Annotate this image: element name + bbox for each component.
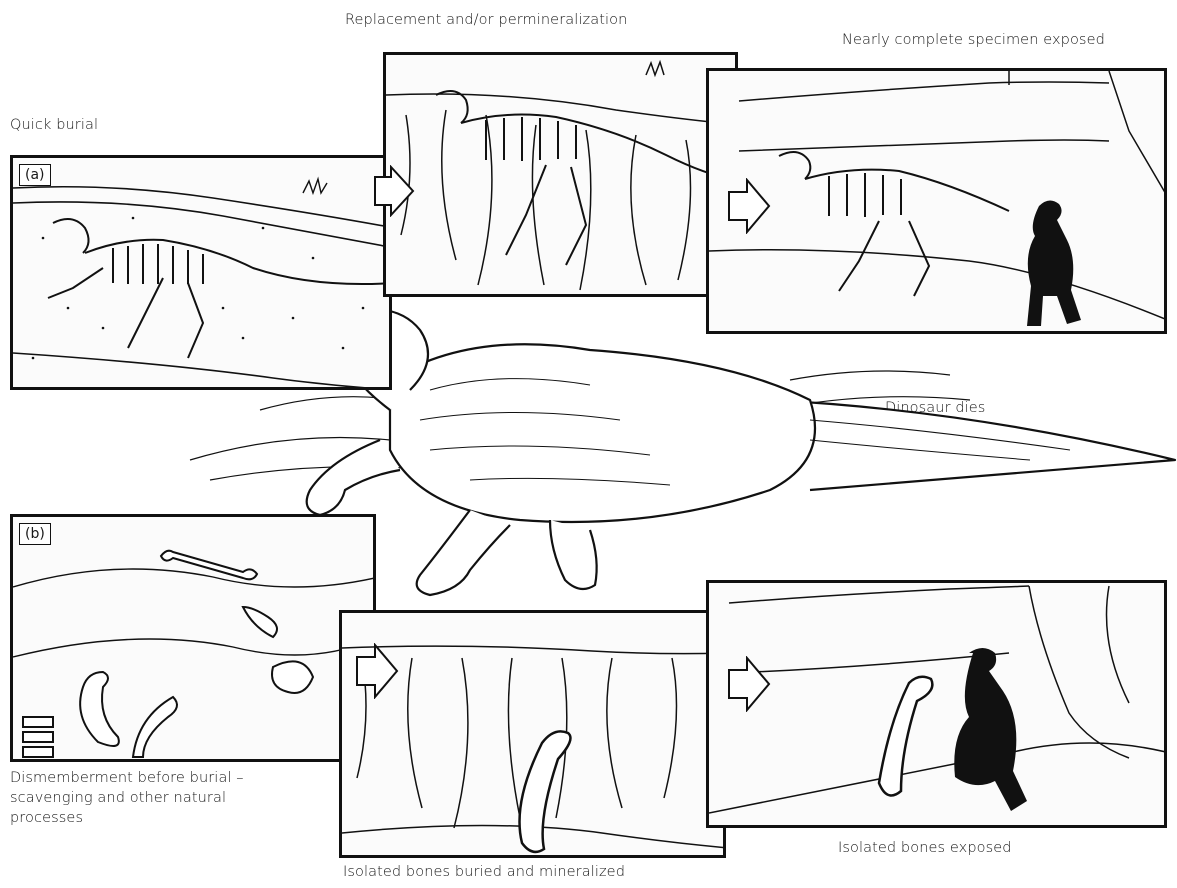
caption-isolated-exposed: Isolated bones exposed [838, 838, 1012, 858]
panel-complete-exposed [706, 68, 1167, 334]
bone-illustration [520, 731, 571, 852]
panel-dismemberment: (b) [10, 514, 376, 762]
flow-arrow-icon [373, 165, 415, 217]
caption-replacement: Replacement and/or permineralization [345, 10, 627, 30]
flow-arrow-icon [355, 643, 399, 699]
skeleton-illustration [779, 152, 1009, 296]
caption-dismemberment: Dismemberment before burial – scavenging… [10, 768, 244, 828]
panel-label-a: (a) [19, 164, 51, 186]
panel-isolated-exposed [706, 580, 1167, 828]
fossil-hunter-silhouette [1027, 200, 1081, 326]
caption-nearly-complete-exposed: Nearly complete specimen exposed [842, 30, 1105, 50]
scattered-bones-scene [13, 517, 376, 762]
permineralization-scene [386, 55, 738, 297]
panel-replacement [383, 52, 738, 297]
panel-label-b: (b) [19, 523, 51, 545]
flow-arrow-icon [727, 656, 771, 712]
excavation-scene [709, 71, 1167, 334]
flow-arrow-icon [727, 178, 771, 234]
skeleton-illustration [48, 219, 392, 358]
quick-burial-scene [13, 158, 392, 390]
bone-illustration [879, 677, 932, 796]
isolated-excavation-scene [709, 583, 1167, 828]
caption-isolated-buried: Isolated bones buried and mineralized [343, 862, 625, 882]
caption-quick-burial: Quick burial [10, 115, 98, 135]
panel-quick-burial: (a) [10, 155, 392, 390]
fossil-hunter-silhouette [954, 648, 1027, 811]
mineralized-bones-scene [342, 613, 726, 858]
